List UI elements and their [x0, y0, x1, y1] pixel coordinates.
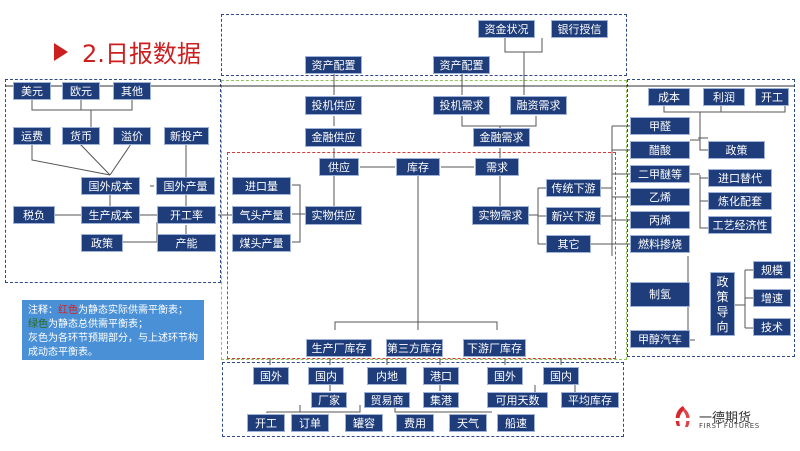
formaldehyde-node: 甲醛	[630, 117, 690, 135]
foreign-b-node: 国外	[487, 367, 523, 385]
tax-node: 税负	[13, 206, 55, 224]
production-cost-node: 生产成本	[81, 206, 140, 224]
note-red-label: 红色	[58, 305, 78, 316]
costs-node: 费用	[396, 414, 434, 432]
policy-guidance-char: 向	[716, 319, 729, 334]
title-text: 2.日报数据	[82, 40, 201, 68]
note-gray-label: 灰色	[28, 333, 48, 344]
technology-node: 技术	[753, 318, 791, 336]
note-gray-desc: 为各环节预期部分，与上述环节构成动态平衡表。	[28, 333, 198, 358]
physical-demand-node: 实物需求	[472, 206, 529, 225]
policy-guidance-char: 导	[716, 304, 729, 319]
speculative-supply-node: 投机供应	[305, 96, 362, 115]
note-green-desc: 为静态总供需平衡表；	[48, 319, 148, 330]
hydrogen-node: 制氢	[630, 282, 690, 307]
asset-allocation-node-2: 资产配置	[433, 56, 490, 74]
new-capacity-node: 新投产	[164, 127, 209, 145]
financing-demand-node: 融资需求	[510, 96, 567, 115]
policy-guidance-char: 政	[716, 274, 729, 289]
currency-node: 货币	[62, 127, 100, 145]
shipping-speed-node: 船速	[497, 414, 535, 432]
bottom-dashed-region	[222, 362, 624, 437]
process-economics-node: 工艺经济性	[708, 216, 772, 234]
import-volume-node: 进口量	[232, 177, 291, 195]
traditional-downstream-node: 传统下游	[546, 179, 601, 197]
profit-right-node: 利润	[703, 88, 745, 106]
producer-inventory-node: 生产厂库存	[306, 339, 372, 357]
financial-demand-node: 金融需求	[473, 128, 530, 147]
trader-node: 贸易商	[364, 392, 410, 408]
usd-node: 美元	[13, 82, 51, 100]
logo-mark-icon	[674, 406, 692, 427]
company-logo: 一德期货 FIRST FUTURES	[671, 404, 771, 434]
propylene-node: 丙烯	[630, 211, 690, 229]
port-node: 港口	[423, 367, 459, 385]
logo-chinese-name: 一德期货	[699, 411, 752, 426]
slide-title: 2.日报数据	[54, 34, 201, 69]
freight-node: 运费	[13, 127, 51, 145]
capacity-node: 产能	[157, 234, 216, 252]
port-gather-node: 集港	[423, 392, 459, 408]
policy-guidance-node: 政 策 导 向	[710, 272, 735, 336]
gas-output-node: 气头产量	[232, 206, 291, 224]
operating-rate-node: 开工率	[157, 206, 216, 224]
demand-node: 需求	[475, 158, 519, 176]
import-substitution-node: 进口替代	[708, 169, 772, 187]
cost-right-node: 成本	[648, 88, 690, 106]
others-node: 其它	[546, 235, 591, 253]
top-dashed-region	[221, 14, 627, 76]
average-inventory-node: 平均库存	[561, 392, 619, 408]
domestic-a-node: 国内	[308, 367, 344, 385]
other-node: 其他	[113, 82, 151, 100]
eur-node: 欧元	[62, 82, 100, 100]
foreign-output-node: 国外产量	[156, 177, 215, 195]
scale-node: 规模	[753, 261, 791, 279]
left-dashed-region	[5, 79, 221, 283]
emerging-downstream-node: 新兴下游	[546, 207, 601, 225]
fund-status-node: 资金状况	[478, 20, 535, 38]
factory-node: 厂家	[311, 392, 347, 408]
logo-english-name: FIRST FUTURES	[699, 422, 760, 430]
note-prefix: 注释：	[28, 305, 58, 316]
financial-supply-node: 金融供应	[305, 128, 362, 147]
note-red-desc: 为静态实际供需平衡表；	[78, 305, 188, 316]
note-green-label: 绿色	[28, 319, 48, 330]
domestic-b-node: 国内	[543, 367, 579, 385]
right-dashed-region	[627, 79, 795, 357]
foreign-a-node: 国外	[253, 367, 289, 385]
inventory-node: 库存	[396, 158, 440, 176]
fuel-blending-node: 燃料掺烧	[630, 235, 690, 253]
ethylene-node: 乙烯	[630, 188, 690, 206]
acetic-acid-node: 醋酸	[630, 141, 690, 159]
downstream-inventory-node: 下游厂库存	[463, 339, 526, 357]
policy-guidance-char: 策	[716, 289, 729, 304]
bank-credit-node: 银行授信	[551, 20, 608, 38]
tank-capacity-node: 罐容	[345, 414, 383, 432]
operation-right-node: 开工	[755, 88, 789, 106]
inland-node: 内地	[367, 367, 407, 385]
legend-note: 注释：红色为静态实际供需平衡表； 绿色为静态总供需平衡表； 灰色为各环节预期部分…	[22, 300, 204, 360]
start-up-node: 开工	[247, 414, 285, 432]
growth-rate-node: 增速	[753, 289, 791, 307]
supply-node: 供应	[319, 158, 359, 176]
third-party-inventory-node: 第三方库存	[386, 339, 443, 357]
dme-node: 二甲醚等	[630, 165, 690, 183]
speculative-demand-node: 投机需求	[433, 96, 490, 115]
title-arrow-icon	[54, 42, 68, 61]
policy-right-node: 政策	[708, 141, 765, 159]
refining-matching-node: 炼化配套	[708, 192, 772, 210]
coal-output-node: 煤头产量	[232, 234, 291, 252]
asset-allocation-node-1: 资产配置	[305, 56, 362, 74]
usable-days-node: 可用天数	[487, 392, 548, 408]
policy-left-node: 政策	[81, 234, 123, 252]
premium-node: 溢价	[113, 127, 151, 145]
static-balance-region	[227, 152, 616, 359]
physical-supply-node: 实物供应	[305, 206, 362, 225]
orders-node: 订单	[291, 414, 329, 432]
weather-node: 天气	[449, 414, 487, 432]
methanol-car-node: 甲醇汽车	[630, 330, 690, 348]
foreign-cost-node: 国外成本	[81, 177, 140, 195]
